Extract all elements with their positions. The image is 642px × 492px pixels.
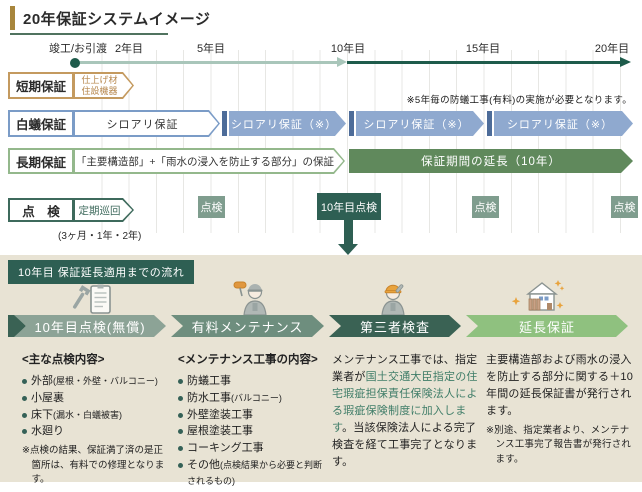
list-item: 防水工事(バルコニー) [178, 391, 328, 407]
timeline-tick-start: 竣工/お引渡 [48, 43, 108, 55]
row-label-termite: 白蟻保証 [8, 110, 74, 137]
timeline-tick-year15: 15年目 [465, 43, 501, 55]
list-item: 屋根塗装工事 [178, 424, 328, 440]
warranty-extension-arrow: 保証期間の延長（10年） [349, 149, 633, 173]
flow-section-header: 10年目 保証延長適用までの流れ [8, 260, 195, 284]
house-sparkle-icon [511, 280, 565, 311]
third-party-text-highlight: 国土交通大臣指定の住宅瑕疵担保責任保険法人による瑕疵保険制度に加入します [332, 371, 478, 435]
inspection-marker-year5: 点検 [198, 196, 225, 218]
column-third-party-text: メンテナンス工事では、指定業者が国土交通大臣指定の住宅瑕疵担保責任保険法人による… [332, 352, 478, 471]
column-maintenance-contents: <メンテナンス工事の内容> 防蟻工事 防水工事(バルコニー) 外壁塗装工事 屋根… [178, 352, 328, 491]
third-party-text-pre: メンテナンス工事では、指定業者が [332, 354, 478, 384]
arrow-outline [73, 198, 134, 222]
timeline-line-last10 [347, 61, 621, 64]
finish-material-arrow: 仕上げ材 住設機器 [73, 72, 134, 99]
list-item: 水廻り [22, 424, 172, 440]
termite-extended-segment-2: シロアリ保証（※） [349, 111, 484, 136]
column-header: <主な点検内容> [22, 354, 105, 366]
list-item: その他(点検結果から必要と判断されるもの) [178, 458, 328, 490]
clipboard-wrench-icon [72, 284, 111, 314]
list-item: 小屋裏 [22, 391, 172, 407]
timeline-arrowhead-year10-icon [337, 57, 347, 67]
bullet-dot [178, 463, 183, 469]
termite-initial-label: シロアリ保証 [106, 118, 179, 131]
long-term-initial-arrow: 「主要構造部」+「雨水の浸入を防止する部分」の保証 [73, 148, 345, 174]
termite-initial-arrow: シロアリ保証 [73, 110, 220, 137]
column-header: <メンテナンス工事の内容> [178, 354, 318, 366]
bullet-dot [178, 378, 183, 384]
row-label-long-term: 長期保証 [8, 148, 74, 174]
column-extension-text: 主要構造部および雨水の浸入を防止する部分に関する＋10年間の延長保証書が発行され… [486, 352, 636, 467]
timeline-tick-year10: 10年目 [330, 43, 366, 55]
periodic-inspection-label: 定期巡回 [78, 204, 121, 217]
bullet-dot [22, 429, 27, 435]
periodic-inspection-arrow: 定期巡回 [73, 198, 134, 222]
extension-text: 主要構造部および雨水の浸入を防止する部分に関する＋10年間の延長保証書が発行され… [486, 354, 634, 418]
bullet-dot [178, 446, 183, 452]
page-title: 20年保証システムイメージ [23, 11, 211, 28]
bullet-dot [22, 395, 27, 401]
list-item: コーキング工事 [178, 441, 328, 457]
timeline-start-dot [70, 58, 80, 68]
arrow-outline [73, 110, 220, 137]
year10-down-arrow-icon [344, 220, 353, 245]
arrow-outline [73, 72, 134, 99]
timeline-tick-year2: 2年目 [114, 43, 144, 55]
third-party-text-post: 。当該保険法人による完了検査を経て工事完了となります。 [332, 422, 478, 469]
column-inspection-contents: <主な点検内容> 外部(屋根・外壁・バルコニー) 小屋裏 床下(漏水・白蟻被害)… [22, 352, 172, 487]
bullet-dot [178, 412, 183, 418]
flow-step-maintenance: 有料メンテナンス [171, 315, 324, 337]
row-label-short-term: 短期保証 [8, 72, 74, 99]
list-item: 外部(屋根・外壁・バルコニー) [22, 374, 172, 390]
row-label-inspection: 点 検 [8, 198, 74, 222]
flow-step-inspection: 10年目点検(無償) [14, 315, 166, 337]
bullet-dot [22, 412, 27, 418]
termite-extended-segment-1: シロアリ保証（※） [222, 111, 346, 136]
timeline-tick-year20: 20年目 [594, 43, 630, 55]
timeline-tick-year5: 5年目 [196, 43, 226, 55]
finish-material-line1: 仕上げ材 [81, 75, 118, 86]
inspection-marker-year20: 点検 [611, 196, 638, 218]
flow-step-extension: 延長保証 [466, 315, 628, 337]
list-item: 外壁塗装工事 [178, 408, 328, 424]
title-underline [10, 33, 168, 35]
flow-step-third-party: 第三者検査 [329, 315, 461, 337]
finish-material-line2: 住設機器 [81, 85, 118, 96]
list-item: 床下(漏水・白蟻被害) [22, 408, 172, 424]
long-term-initial-label: 「主要構造部」+「雨水の浸入を防止する部分」の保証 [75, 155, 335, 168]
paint-roller-worker-icon [233, 281, 267, 315]
bullet-dot [178, 429, 183, 435]
termite-work-note: ※5年毎の防蟻工事(有料)の実施が必要となります。 [406, 95, 632, 106]
extension-note: ※別途、指定業者より、メンテナンス工事完了報告書が発行されます。 [486, 425, 632, 465]
termite-extended-segment-3: シロアリ保証（※） [487, 111, 633, 136]
inspection-marker-year10: 10年目点検 [317, 193, 381, 220]
inspector-worker-icon [381, 284, 405, 315]
inspection-schedule: (3ヶ月・1年・2年) [58, 231, 142, 242]
bullet-dot [178, 395, 183, 401]
bullet-dot [22, 378, 27, 384]
timeline-line-first10 [75, 61, 338, 64]
inspection-note: ※点検の結果、保証満了済の是正箇所は、有料での修理となります。 [22, 445, 165, 485]
list-item: 防蟻工事 [178, 374, 328, 390]
title-accent-bar [10, 6, 15, 30]
arrow-outline [73, 148, 345, 174]
timeline-arrowhead-year20-icon [620, 57, 631, 67]
inspection-marker-year15: 点検 [472, 196, 499, 218]
